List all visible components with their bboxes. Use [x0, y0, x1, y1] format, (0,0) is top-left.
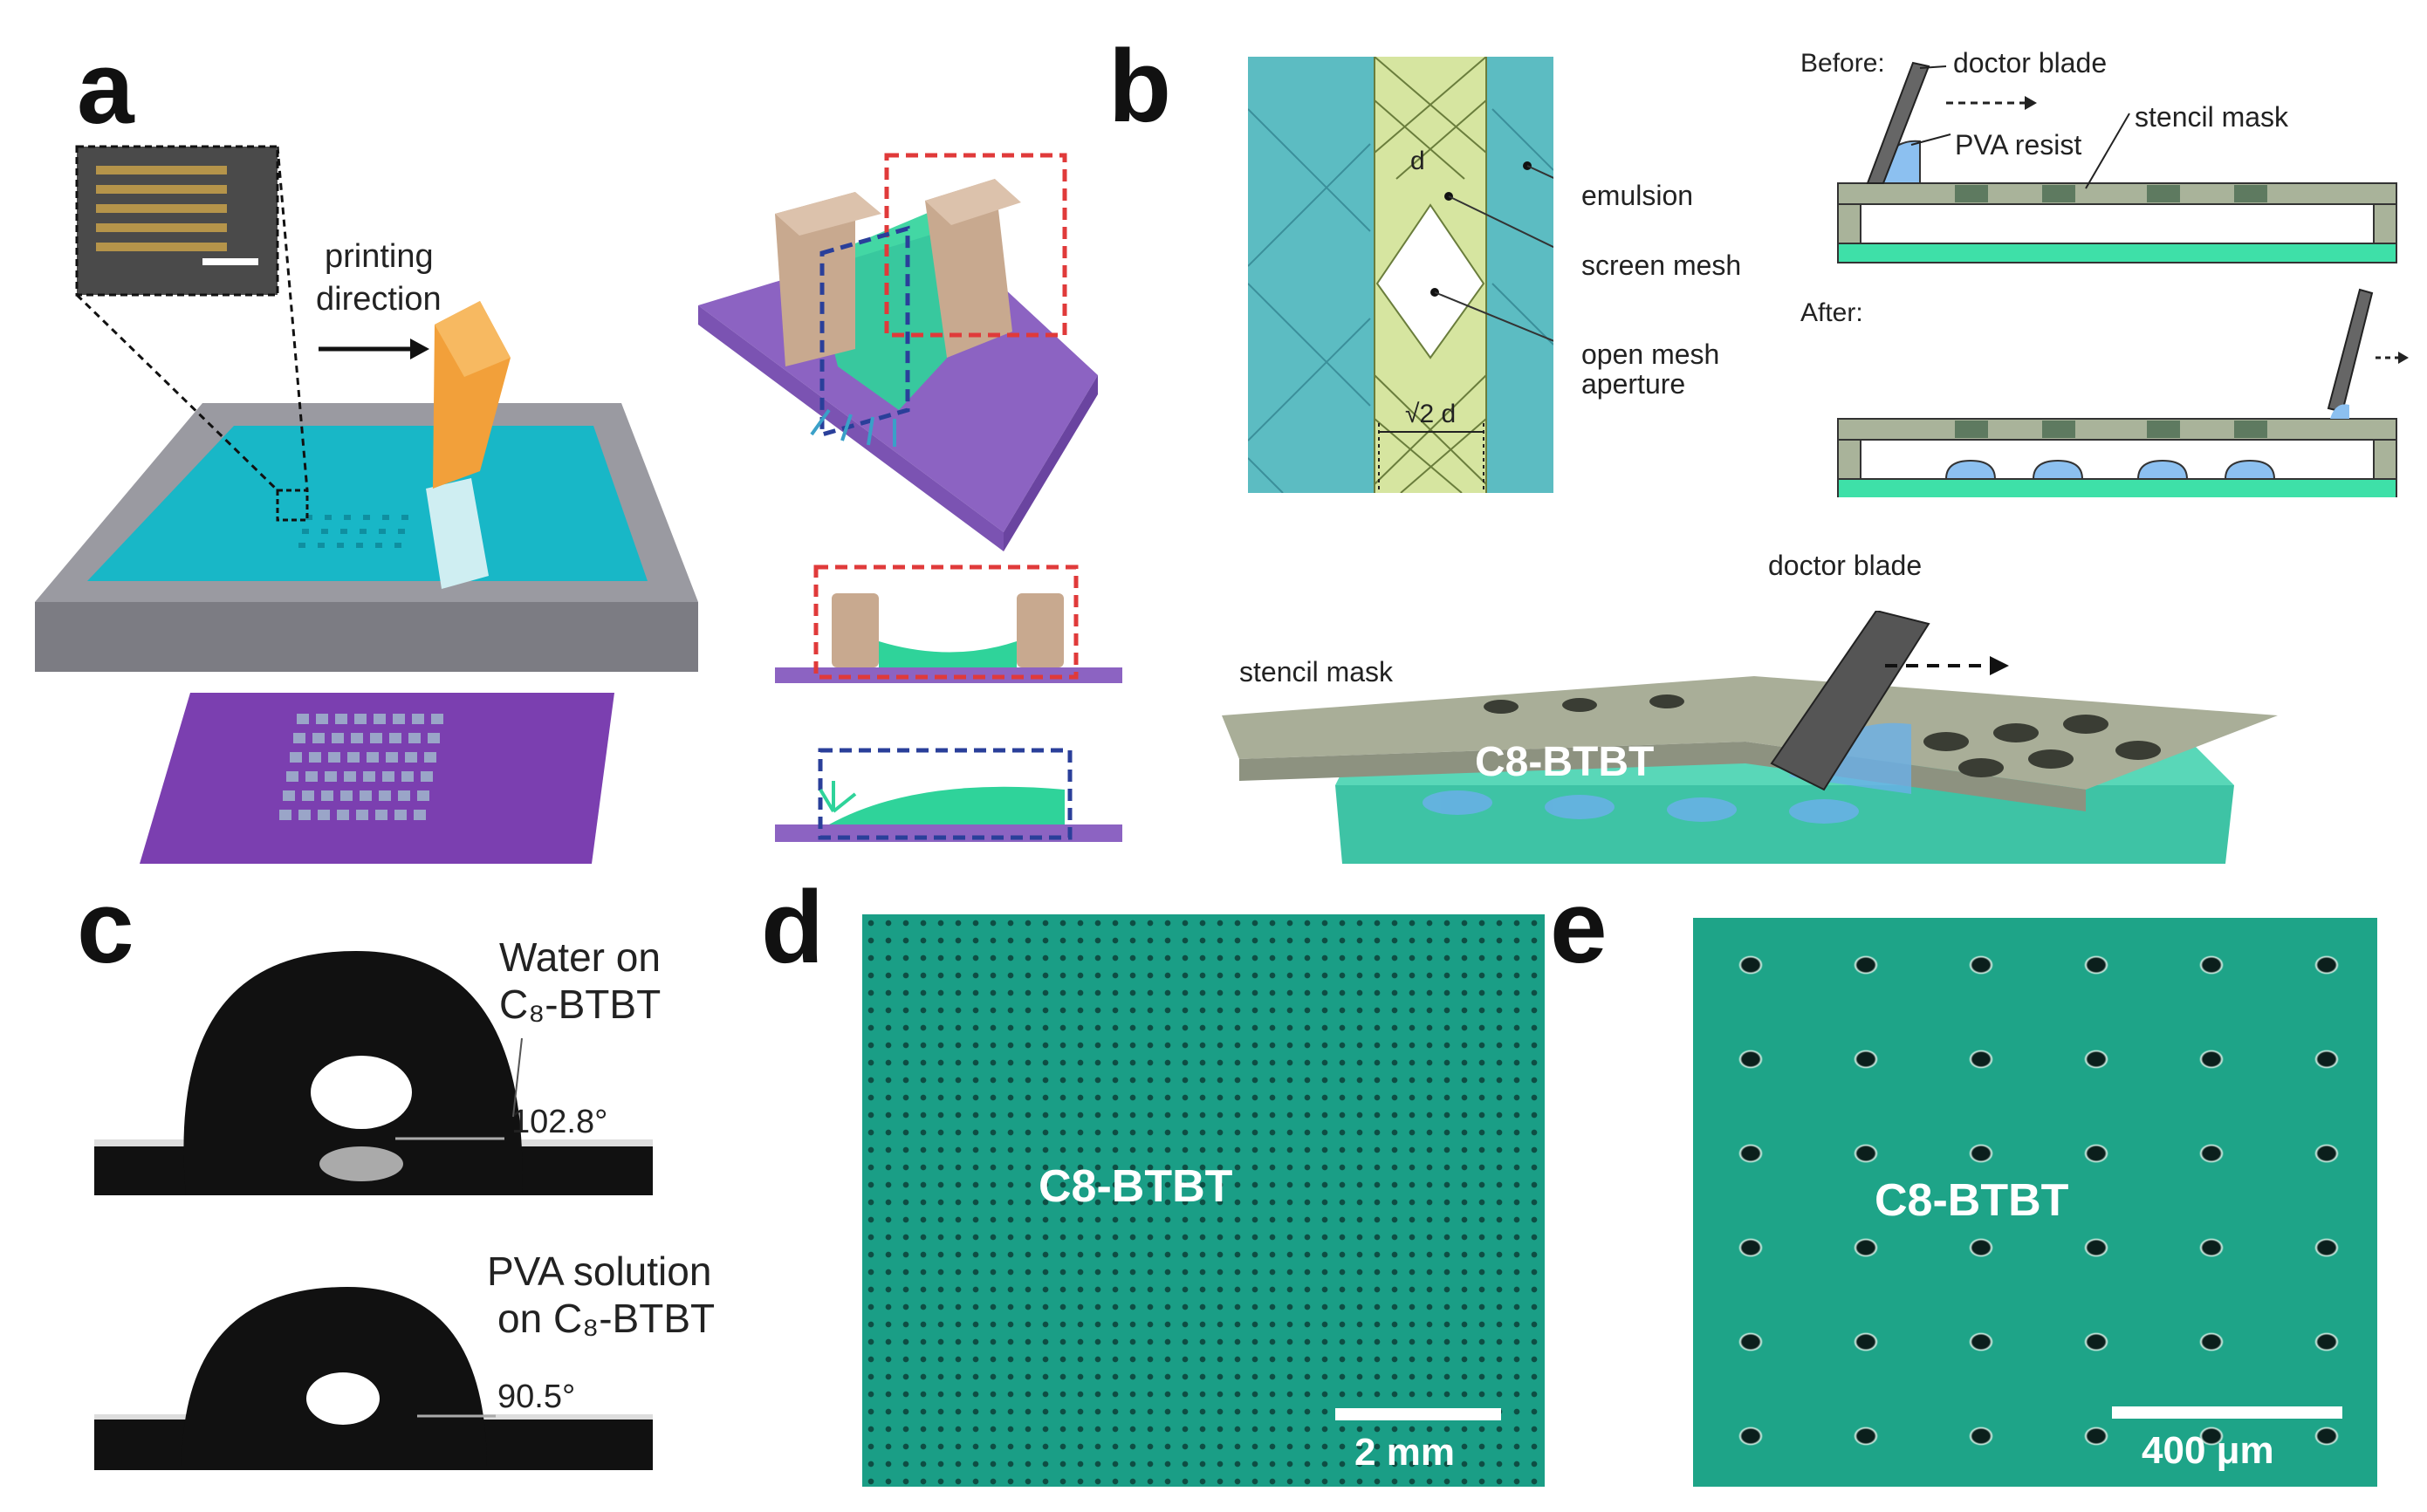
pva-label-line2: on C₈-BTBT: [497, 1296, 716, 1341]
inset-scale-label: 500 μm: [183, 328, 289, 364]
panel-e-letter: e: [1550, 870, 1608, 985]
purple-substrate: [140, 693, 614, 864]
screen-mesh-diagram: [1248, 57, 1553, 493]
printing-direction-line1: printing: [325, 238, 434, 275]
stencil-schematic: [1837, 61, 2409, 497]
blade-tip: [426, 478, 489, 589]
screen-mesh-label: screen mesh: [1581, 250, 1742, 281]
stencil-mask-3d-label: stencil mask: [1239, 656, 1394, 688]
after-label: After:: [1800, 298, 1863, 327]
water-droplet-image: [94, 951, 653, 1195]
micrograph-e: [1693, 918, 2377, 1487]
tray-front: [35, 602, 698, 672]
pva-label-line1: PVA solution: [487, 1249, 712, 1294]
printing-direction-line2: direction: [316, 281, 442, 318]
panel-d-letter: d: [761, 870, 825, 985]
micrograph-e-scale-label: 400 μm: [2142, 1429, 2274, 1472]
water-angle-label: 102.8°: [511, 1104, 608, 1140]
micrograph-e-scale-bar: [2112, 1406, 2342, 1419]
open-mesh-label-line1: open mesh: [1581, 339, 1720, 370]
micrograph-d-scale-label: 2 mm: [1354, 1431, 1455, 1474]
pva-resist-label: PVA resist: [1955, 129, 2082, 161]
doctor-blade-3d-label: doctor blade: [1768, 550, 1923, 581]
before-label: Before:: [1800, 49, 1885, 78]
tray-inner: [87, 426, 648, 581]
panel-a-illustration: [35, 145, 1122, 864]
water-label-line2: C₈-BTBT: [499, 982, 662, 1027]
micrograph-d: [862, 914, 1545, 1487]
open-mesh-label-line2: aperture: [1581, 368, 1686, 400]
emulsion-label: emulsion: [1581, 180, 1694, 211]
micrograph-e-material: C8-BTBT: [1875, 1175, 2069, 1226]
micrograph-d-scale-bar: [1335, 1408, 1501, 1420]
block-left: [775, 192, 855, 366]
panel-a-letter: a: [77, 31, 134, 146]
stencil-mask-top-label: stencil mask: [2135, 101, 2289, 133]
liquid-dot-grid: [298, 515, 408, 548]
pva-angle-label: 90.5°: [497, 1379, 576, 1415]
doctor-blade-top-label: doctor blade: [1953, 47, 2108, 79]
panel-c-letter: c: [77, 870, 134, 985]
water-label-line1: Water on: [499, 934, 661, 980]
pva-droplet-image: [94, 1287, 653, 1470]
stencil-material-label: C8-BTBT: [1475, 739, 1655, 785]
substrate-dot-grid: [279, 714, 443, 820]
block-right: [925, 179, 1012, 358]
stencil-3d-illustration: [1222, 611, 2278, 864]
mesh-sqrt2d-label: √2 d: [1405, 400, 1457, 428]
mesh-d-label: d: [1410, 147, 1425, 175]
panel-b-letter: b: [1108, 29, 1172, 144]
micrograph-d-material: C8-BTBT: [1039, 1161, 1233, 1212]
